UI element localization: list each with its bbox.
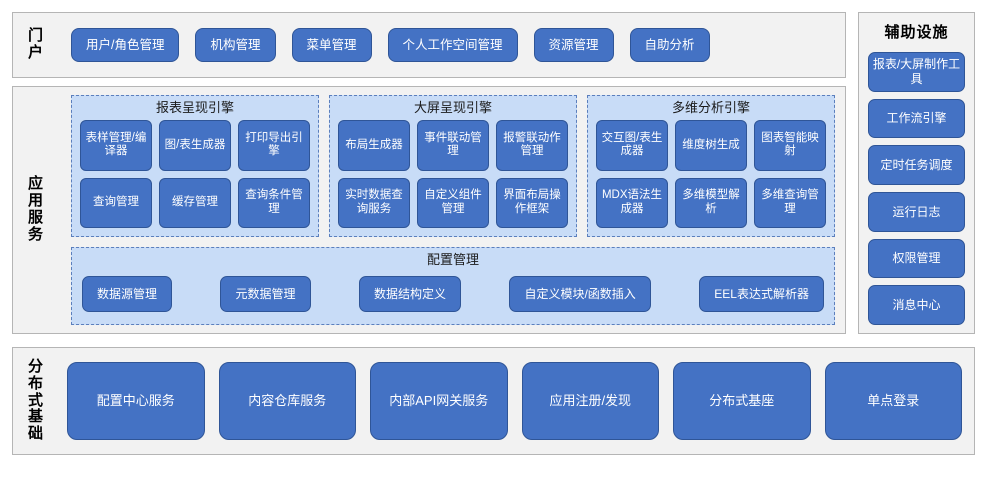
engine-item-multidimensional-query-management[interactable]: 多维查询管理 xyxy=(754,177,826,228)
application-service-section-label-text: 应用服务 xyxy=(27,175,44,243)
config-item-metadata-management[interactable]: 元数据管理 xyxy=(220,276,311,313)
portal-item-list: 用户/角色管理 机构管理 菜单管理 个人工作空间管理 资源管理 自助分析 xyxy=(71,13,835,77)
application-service-section: 应用服务 报表呈现引擎 表样管理/编译器 图/表生成器 打印导出引擎 查询管理 … xyxy=(12,86,846,334)
application-service-section-label: 应用服务 xyxy=(13,87,59,333)
engine-item-custom-component-management[interactable]: 自定义组件管理 xyxy=(417,177,489,228)
engine-item-chart-smart-mapping[interactable]: 图表智能映射 xyxy=(754,120,826,171)
application-service-content: 报表呈现引擎 表样管理/编译器 图/表生成器 打印导出引擎 查询管理 缓存管理 … xyxy=(71,95,835,325)
portal-item-user-role-management[interactable]: 用户/角色管理 xyxy=(71,28,180,62)
engine-item-mdx-syntax-generator[interactable]: MDX语法生成器 xyxy=(596,177,668,228)
engine-item-print-export-engine[interactable]: 打印导出引擎 xyxy=(238,120,310,171)
auxiliary-item-scheduled-task-scheduler[interactable]: 定时任务调度 xyxy=(868,145,965,186)
auxiliary-item-workflow-engine[interactable]: 工作流引擎 xyxy=(868,98,965,139)
engine-item-chart-table-generator[interactable]: 图/表生成器 xyxy=(159,120,231,171)
portal-section-label: 门户 xyxy=(13,13,59,77)
distributed-item-app-registration-discovery[interactable]: 应用注册/发现 xyxy=(521,362,659,440)
engine-item-template-management-compiler[interactable]: 表样管理/编译器 xyxy=(80,120,152,171)
config-item-datasource-management[interactable]: 数据源管理 xyxy=(82,276,173,313)
config-item-data-structure-definition[interactable]: 数据结构定义 xyxy=(358,276,461,313)
auxiliary-item-runtime-log[interactable]: 运行日志 xyxy=(868,192,965,232)
engine-item-cache-management[interactable]: 缓存管理 xyxy=(159,177,231,228)
portal-item-resource-management[interactable]: 资源管理 xyxy=(533,28,614,62)
engine-group-report-rendering: 报表呈现引擎 表样管理/编译器 图/表生成器 打印导出引擎 查询管理 缓存管理 … xyxy=(71,95,319,237)
engine-group-large-screen-rendering-items: 布局生成器 事件联动管理 报警联动作管理 实时数据查询服务 自定义组件管理 界面… xyxy=(338,120,568,228)
distributed-item-content-repository-service[interactable]: 内容仓库服务 xyxy=(218,362,356,440)
auxiliary-facilities-title: 辅助设施 xyxy=(884,24,949,41)
auxiliary-item-message-center[interactable]: 消息中心 xyxy=(868,285,965,326)
portal-item-menu-management[interactable]: 菜单管理 xyxy=(291,28,372,62)
engine-group-row: 报表呈现引擎 表样管理/编译器 图/表生成器 打印导出引擎 查询管理 缓存管理 … xyxy=(71,95,835,237)
portal-item-organization-management[interactable]: 机构管理 xyxy=(195,28,276,62)
configuration-management-title: 配置管理 xyxy=(426,252,479,267)
engine-item-dimension-tree-generation[interactable]: 维度树生成 xyxy=(675,120,747,171)
engine-item-alarm-linkage-action-management[interactable]: 报警联动作管理 xyxy=(496,120,568,171)
distributed-foundation-section-label: 分布式基础 xyxy=(13,348,59,454)
engine-item-layout-generator[interactable]: 布局生成器 xyxy=(338,120,410,171)
engine-group-multidimensional-analysis: 多维分析引擎 交互图/表生成器 维度树生成 图表智能映射 MDX语法生成器 多维… xyxy=(587,95,835,237)
auxiliary-facilities-content: 辅助设施 报表/大屏制作工具 工作流引擎 定时任务调度 运行日志 权限管理 消息… xyxy=(859,13,974,333)
distributed-item-config-center-service[interactable]: 配置中心服务 xyxy=(67,362,205,440)
engine-group-large-screen-rendering: 大屏呈现引擎 布局生成器 事件联动管理 报警联动作管理 实时数据查询服务 自定义… xyxy=(329,95,577,237)
engine-group-report-rendering-items: 表样管理/编译器 图/表生成器 打印导出引擎 查询管理 缓存管理 查询条件管理 xyxy=(80,120,310,228)
portal-item-personal-workspace-management[interactable]: 个人工作空间管理 xyxy=(387,28,518,62)
configuration-management-group: 配置管理 数据源管理 元数据管理 数据结构定义 自定义模块/函数插入 EEL表达… xyxy=(71,247,835,325)
engine-item-ui-layout-operation-framework[interactable]: 界面布局操作框架 xyxy=(496,177,568,228)
auxiliary-item-permission-management[interactable]: 权限管理 xyxy=(868,238,965,279)
engine-item-query-management[interactable]: 查询管理 xyxy=(80,177,152,228)
distributed-foundation-section-label-text: 分布式基础 xyxy=(27,358,44,443)
engine-item-event-linkage-management[interactable]: 事件联动管理 xyxy=(417,120,489,171)
engine-group-large-screen-rendering-title: 大屏呈现引擎 xyxy=(413,100,492,115)
engine-item-multidimensional-model-parsing[interactable]: 多维模型解析 xyxy=(675,177,747,228)
distributed-item-distributed-base[interactable]: 分布式基座 xyxy=(673,362,811,440)
auxiliary-item-report-dashboard-authoring-tool[interactable]: 报表/大屏制作工具 xyxy=(868,52,965,92)
engine-item-realtime-data-query-service[interactable]: 实时数据查询服务 xyxy=(338,177,410,228)
engine-group-report-rendering-title: 报表呈现引擎 xyxy=(155,100,234,115)
engine-group-multidimensional-analysis-title: 多维分析引擎 xyxy=(671,100,750,115)
distributed-foundation-item-list: 配置中心服务 内容仓库服务 内部API网关服务 应用注册/发现 分布式基座 单点… xyxy=(67,348,962,454)
portal-section: 门户 用户/角色管理 机构管理 菜单管理 个人工作空间管理 资源管理 自助分析 xyxy=(12,12,846,78)
config-item-custom-module-function-insertion[interactable]: 自定义模块/函数插入 xyxy=(509,276,651,313)
distributed-item-single-sign-on[interactable]: 单点登录 xyxy=(824,362,962,440)
portal-item-self-service-analysis[interactable]: 自助分析 xyxy=(629,28,710,62)
distributed-foundation-section: 分布式基础 配置中心服务 内容仓库服务 内部API网关服务 应用注册/发现 分布… xyxy=(12,347,975,455)
engine-item-interactive-chart-table-generator[interactable]: 交互图/表生成器 xyxy=(596,120,668,171)
auxiliary-facilities-section: 辅助设施 报表/大屏制作工具 工作流引擎 定时任务调度 运行日志 权限管理 消息… xyxy=(858,12,975,334)
portal-section-label-text: 门户 xyxy=(27,27,44,61)
engine-item-query-condition-management[interactable]: 查询条件管理 xyxy=(238,177,310,228)
configuration-management-items: 数据源管理 元数据管理 数据结构定义 自定义模块/函数插入 EEL表达式解析器 xyxy=(82,272,824,316)
config-item-eel-expression-parser[interactable]: EEL表达式解析器 xyxy=(699,276,824,313)
engine-group-multidimensional-analysis-items: 交互图/表生成器 维度树生成 图表智能映射 MDX语法生成器 多维模型解析 多维… xyxy=(596,120,826,228)
distributed-item-internal-api-gateway-service[interactable]: 内部API网关服务 xyxy=(370,362,508,440)
